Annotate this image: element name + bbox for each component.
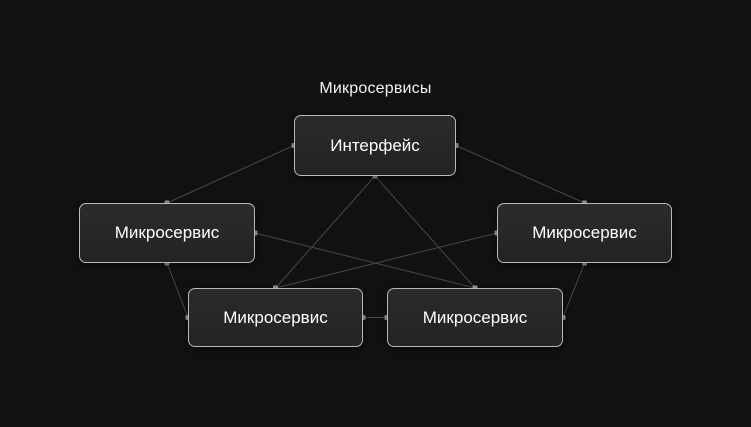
node-microservice-left[interactable]: Микросервис xyxy=(79,203,255,263)
edge-line xyxy=(275,175,376,289)
node-label: Микросервис xyxy=(422,307,528,327)
edge-line xyxy=(166,145,295,204)
node-microservice-bottom-right[interactable]: Микросервис xyxy=(387,288,563,347)
node-label: Микросервис xyxy=(532,223,637,242)
diagram-title: Микросервисы xyxy=(319,80,432,97)
node-interface[interactable]: Интерфейс xyxy=(294,115,456,176)
node-label: Интерфейс xyxy=(330,135,420,155)
edge-line xyxy=(374,175,476,289)
edge-line xyxy=(562,262,585,318)
edge-line xyxy=(455,145,585,204)
node-microservice-right[interactable]: Микросервис xyxy=(497,203,672,263)
edge-line xyxy=(275,232,498,289)
node-microservice-bottom-left[interactable]: Микросервис xyxy=(188,288,363,347)
node-label: Микросервис xyxy=(114,223,220,242)
node-label: Микросервис xyxy=(223,307,328,327)
edge-line xyxy=(254,232,476,289)
edge-line xyxy=(166,262,189,318)
